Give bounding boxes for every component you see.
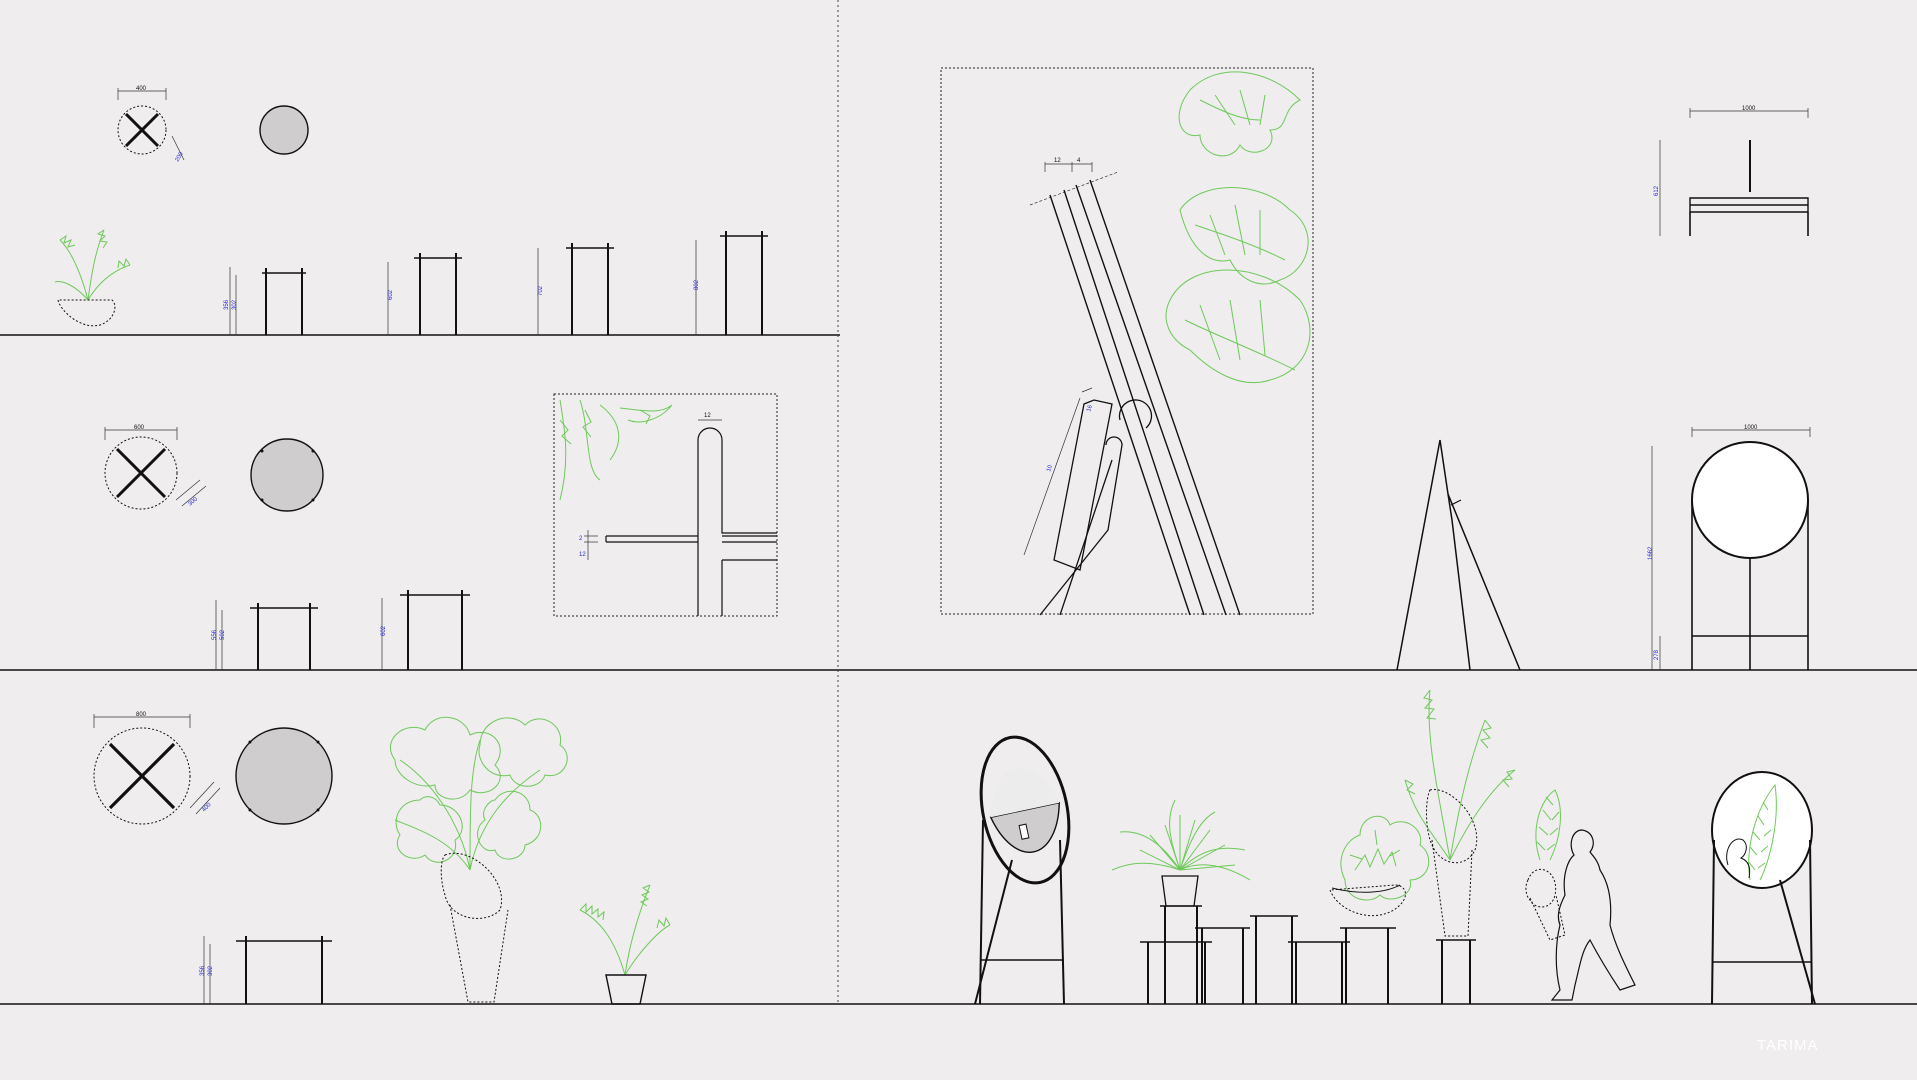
dimension-label: 356 <box>200 965 206 976</box>
dimension-label: 502 <box>220 629 226 640</box>
brand-wordmark: TARIMA <box>1757 1037 1819 1054</box>
mirror-frame-section <box>1049 179 1241 616</box>
dimension-label: 300 <box>187 496 199 507</box>
dimension-label: 302 <box>232 299 238 310</box>
monstera-leaves-illustration <box>1165 71 1311 384</box>
medium-table-elevation-1: 556 502 <box>212 600 318 670</box>
dimension-label: 1000 <box>1744 425 1758 431</box>
dimension-label: 1662 <box>1648 546 1654 560</box>
dimension-label: 200 <box>175 151 186 163</box>
joint-detail-box: 12 2 12 <box>553 393 778 617</box>
panel-mirror-detail: 12 4 10 16 <box>940 67 1314 616</box>
a-frame-mirror-side <box>1396 439 1521 671</box>
dimension-label: 12 <box>1054 158 1061 164</box>
dimension-label: 302 <box>208 965 214 976</box>
dimension-label: 802 <box>694 279 700 290</box>
table-top-plan <box>250 438 324 512</box>
dimension-label: 2 <box>579 536 583 542</box>
oval-mirror-with-stand <box>974 735 1071 1005</box>
monstera-vase-illustration <box>389 716 568 1003</box>
fern-pot-illustration <box>579 884 671 1005</box>
dimension-label: 12 <box>579 552 586 558</box>
large-table-elevation: 356 302 <box>200 936 332 1004</box>
dimension-label: 16 <box>1086 404 1094 413</box>
table-top-plan <box>259 105 309 155</box>
small-table-elevation-3: 702 <box>537 243 614 335</box>
table-plan-x-symbol: 800 400 <box>93 712 221 825</box>
dimension-label: 800 <box>136 712 147 718</box>
dimension-label: 602 <box>388 289 394 300</box>
dimension-label: 612 <box>1654 185 1660 196</box>
nested-tables-cluster <box>1140 905 1396 1004</box>
small-table-elevation-2: 602 <box>387 253 462 335</box>
dimension-label: 278 <box>1654 649 1660 660</box>
dimension-label: 10 <box>1046 464 1054 473</box>
dimension-label: 356 <box>224 299 230 310</box>
dimension-label: 556 <box>212 629 218 640</box>
bushy-plant-bowl-illustration <box>1329 815 1430 917</box>
table-plan-x-symbol: 600 300 <box>104 425 207 510</box>
dimension-label: 4 <box>1077 158 1081 164</box>
tall-plant-vase-illustration <box>1404 689 1516 1004</box>
small-table-elevation-4: 802 <box>694 231 768 335</box>
dimension-label: 400 <box>201 802 213 814</box>
person-carrying-plant-illustration <box>1525 789 1636 1001</box>
small-table-elevation-1: 356 302 <box>224 267 306 335</box>
round-mirror-reflection <box>1711 771 1816 1005</box>
dimension-label: 12 <box>704 413 711 419</box>
hanging-tray-elevation: 1000 612 <box>1654 106 1809 236</box>
panel-large-tables: 800 400 356 302 <box>93 712 671 1005</box>
panel-small-tables: 400 200 356 302 602 <box>54 86 768 335</box>
table-plan-x-symbol: 400 200 <box>117 86 186 163</box>
mirror-stand-leg-section: 10 16 <box>1023 387 1153 616</box>
dimension-label: 400 <box>136 86 147 92</box>
dimension-label: 702 <box>538 285 544 296</box>
dimension-label: 600 <box>134 425 145 431</box>
detail-frame <box>940 67 1314 615</box>
dimension-label: 1000 <box>1742 106 1756 112</box>
medium-table-elevation-2: 602 <box>381 590 470 670</box>
panel-tray-and-mirror: 1000 612 1000 1662 <box>1396 106 1811 671</box>
panel-scene <box>974 689 1816 1005</box>
round-mirror-front-elevation: 1000 1662 278 <box>1648 425 1811 670</box>
dimension-label: 602 <box>381 625 387 636</box>
table-top-plan <box>235 727 333 825</box>
fern-pot-illustration <box>54 229 131 327</box>
panel-medium-tables: 600 300 556 502 602 <box>104 393 778 670</box>
